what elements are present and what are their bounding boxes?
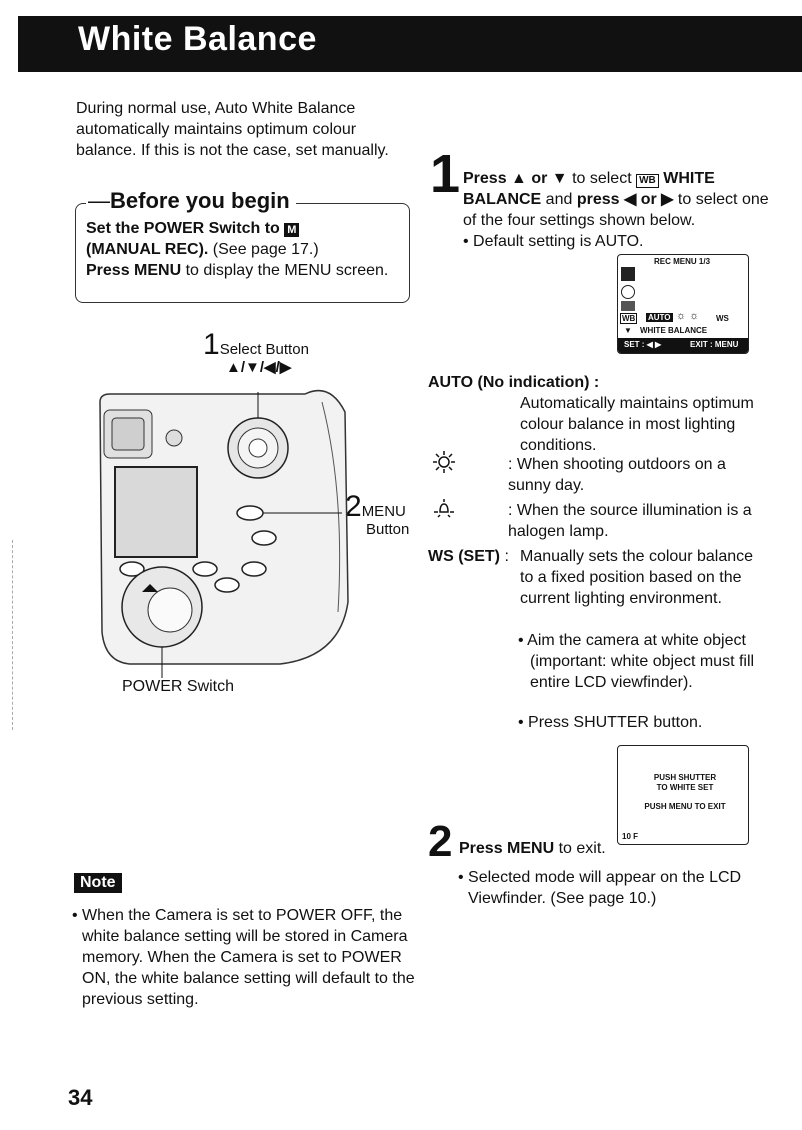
menu-icon-3 (621, 301, 635, 311)
push-shutter-text: PUSH SHUTTER (653, 773, 717, 782)
rec-menu-screen: REC MENU 1/3 WB AUTO ☼ ☼ WS ▼ WHITE BALA… (617, 254, 749, 354)
auto-mode-desc: Automatically maintains optimum colour b… (520, 395, 754, 454)
sunny-mode-desc: : When shooting outdoors on a sunny day. (508, 456, 726, 494)
before-you-begin-title: —Before you begin (86, 188, 296, 214)
select-arrows-label: ▲/▼/◀/▶ (226, 359, 292, 376)
white-balance-label: WHITE BALANCE (640, 326, 708, 335)
margin-mark (12, 540, 14, 730)
wb-icon: WB (636, 174, 659, 188)
note-text: • When the Camera is set to POWER OFF, t… (72, 907, 415, 1008)
ws-bullet-2: • Press SHUTTER button. (518, 714, 703, 731)
wb-menu-icon: WB (620, 313, 638, 324)
self-timer-icon (621, 285, 635, 299)
sunny-icon (433, 451, 455, 473)
ws-bullet-1: • Aim the camera at white object (import… (518, 632, 755, 691)
rec-menu-header: REC MENU 1/3 (654, 257, 711, 266)
menu-button-label: Button (366, 521, 410, 538)
step2-instruction: Press MENU to exit. (459, 840, 606, 857)
power-switch-label: POWER Switch (122, 678, 235, 695)
white-set-screen: PUSH SHUTTER TO WHITE SET PUSH MENU TO E… (617, 745, 749, 845)
ws-option: WS (716, 314, 729, 323)
frame-count: 10 F (622, 832, 639, 841)
title-bar (18, 16, 802, 72)
sun-option-icon: ☼ ☼ (676, 310, 700, 322)
footer-exit: EXIT : MENU (690, 340, 739, 349)
note-badge: Note (74, 873, 122, 893)
step1-instructions: Press ▲ or ▼ to select WB WHITE BALANCE … (463, 170, 769, 250)
footer-set: SET : ◀ ▶ (624, 340, 662, 349)
screen1-footer (618, 338, 748, 353)
page-title: White Balance (78, 20, 317, 58)
step1-number: 1 (430, 144, 461, 204)
halogen-icon (434, 499, 454, 518)
callout-select-button: 1Select Button (203, 328, 309, 361)
intro-paragraph: During normal use, Auto White Balance au… (76, 100, 389, 159)
down-arrow-icon: ▼ (624, 326, 632, 335)
callout-menu-button: 2MENU (345, 490, 406, 523)
page-number: 34 (68, 1085, 93, 1110)
auto-mode-title: AUTO (No indication) : (428, 374, 600, 391)
ws-mode-desc: Manually sets the colour balance to a fi… (520, 548, 754, 607)
menu-icon-1 (621, 267, 635, 281)
step2-bullet: • Selected mode will appear on the LCD V… (458, 869, 742, 907)
before-you-begin-body: Set the POWER Switch to M (MANUAL REC). … (86, 220, 389, 279)
to-white-set-text: TO WHITE SET (656, 783, 714, 792)
halogen-mode-desc: : When the source illumination is a halo… (508, 502, 752, 540)
ws-mode-title: WS (SET) : (428, 548, 509, 565)
camera-illustration (99, 389, 349, 678)
push-menu-exit-text: PUSH MENU TO EXIT (644, 802, 726, 811)
auto-option: AUTO (646, 313, 673, 322)
manual-rec-icon: M (284, 223, 300, 237)
step2-number: 2 (428, 817, 453, 866)
